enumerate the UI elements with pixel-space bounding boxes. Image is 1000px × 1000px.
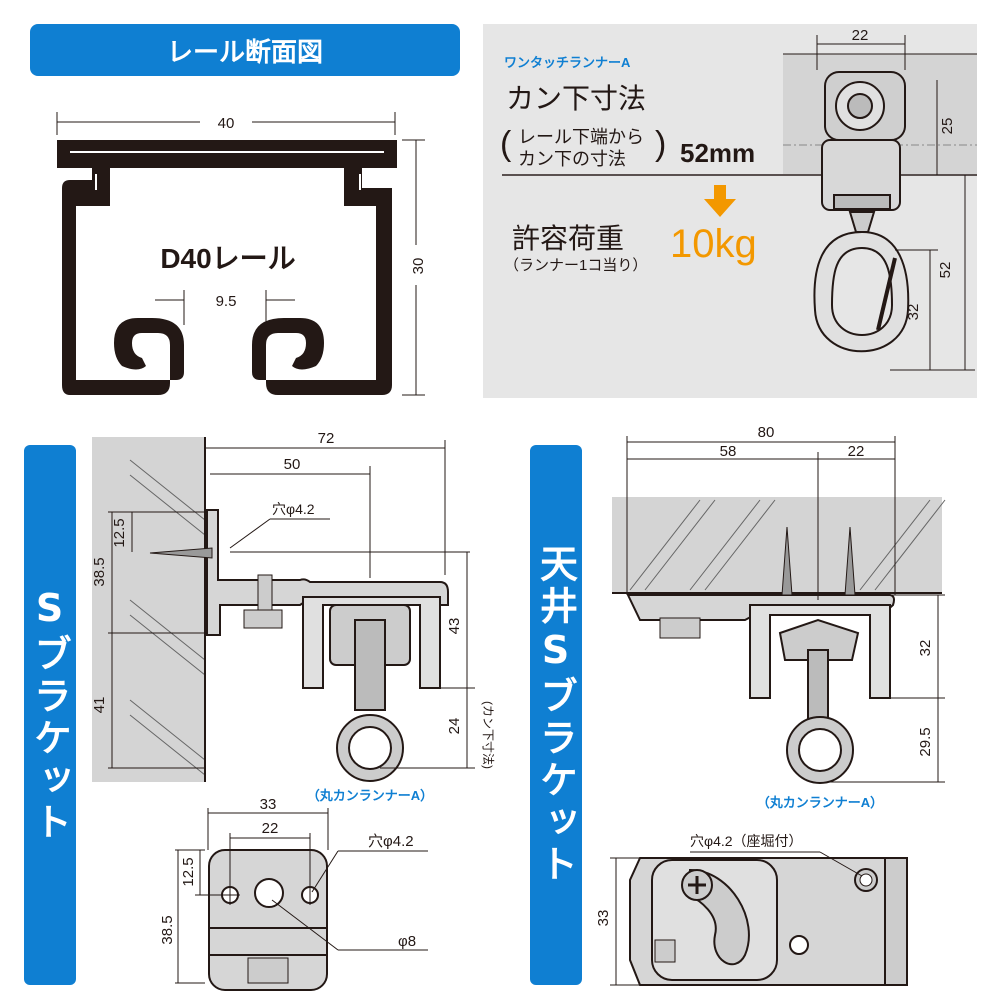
s-bracket-plate: 33 22 12.5 38.5 穴φ4.2 φ8 bbox=[159, 796, 428, 991]
runner-info-panel: ワンタッチランナーA カン下寸法 ( レール下端から カン下の寸法 ) 52mm… bbox=[483, 24, 977, 398]
kan-note-line2: カン下の寸法 bbox=[518, 149, 626, 169]
s-bracket-drawing: 72 50 穴φ4.2 12.5 38.5 41 43 24 (カン下寸法) （… bbox=[91, 430, 495, 803]
dim-c-22: 22 bbox=[848, 443, 865, 460]
rail-label: D40レール bbox=[160, 243, 295, 274]
rail-section-title: レール断面図 bbox=[30, 24, 460, 76]
dim-s-24: 24 bbox=[446, 718, 463, 735]
dim-rail-width: 40 bbox=[218, 115, 235, 132]
dim-c-32: 32 bbox=[917, 640, 934, 657]
load-value: 10kg bbox=[670, 222, 757, 266]
paren-right: ) bbox=[655, 125, 666, 163]
wall bbox=[92, 437, 205, 782]
dim-c-29-5: 29.5 bbox=[917, 727, 934, 756]
kan-value: 52mm bbox=[680, 138, 755, 168]
ceiling-bracket-plate: 穴φ4.2（座堀付） 33 bbox=[595, 833, 908, 986]
dim-runner-top: 22 bbox=[852, 27, 869, 44]
dim-rail-opening: 9.5 bbox=[216, 293, 237, 310]
plate-center-label: φ8 bbox=[398, 933, 416, 950]
rail-inner-highlight bbox=[70, 151, 384, 190]
s-hole-label: 穴φ4.2 bbox=[272, 501, 315, 517]
c-runner-label: （丸カンランナーA） bbox=[757, 795, 883, 810]
dim-c-58: 58 bbox=[720, 443, 737, 460]
dim-plate-33: 33 bbox=[260, 796, 277, 813]
dim-plate-22: 22 bbox=[262, 820, 279, 837]
kan-note-line1: レール下端から bbox=[518, 127, 644, 147]
s-bracket-title: Sブラケット bbox=[24, 445, 76, 985]
down-arrow-icon bbox=[704, 185, 736, 217]
s-runner-label: （丸カンランナーA） bbox=[307, 788, 433, 803]
ceiling-bracket-drawing: 80 58 22 32 29.5 （丸カンランナーA） bbox=[612, 424, 946, 810]
dim-s-50: 50 bbox=[284, 456, 301, 473]
dim-rail-height: 30 bbox=[410, 258, 427, 275]
dim-plate-38-5: 38.5 bbox=[159, 915, 176, 944]
load-label: 許容荷重 bbox=[512, 223, 624, 254]
rail-cross-section: D40レール 40 30 9.5 bbox=[56, 112, 427, 396]
c-hole-label: 穴φ4.2（座堀付） bbox=[690, 833, 803, 849]
dim-c-33: 33 bbox=[595, 910, 612, 927]
dim-runner-total: 52 bbox=[937, 262, 954, 279]
dim-runner-upper: 25 bbox=[939, 118, 956, 135]
dim-runner-hook: 32 bbox=[905, 304, 922, 321]
dim-s-41: 41 bbox=[91, 697, 108, 714]
load-note: （ランナー1コ当り） bbox=[504, 257, 647, 274]
dim-s-38-5: 38.5 bbox=[91, 557, 108, 586]
ceiling-bracket-title: 天井Sブラケット bbox=[530, 445, 582, 985]
runner-a-drawing bbox=[813, 71, 910, 353]
kan-heading: カン下寸法 bbox=[506, 83, 646, 114]
s-kan-note: (カン下寸法) bbox=[481, 701, 495, 769]
dim-s-72: 72 bbox=[318, 430, 335, 447]
dim-s-43: 43 bbox=[446, 618, 463, 635]
plate-hole-label: 穴φ4.2 bbox=[368, 833, 414, 850]
dim-c-80: 80 bbox=[758, 424, 775, 441]
rail-profile bbox=[57, 140, 397, 395]
runner-product-name: ワンタッチランナーA bbox=[504, 55, 631, 70]
paren-left: ( bbox=[500, 125, 512, 163]
dim-s-12-5: 12.5 bbox=[111, 518, 128, 547]
ceiling bbox=[612, 497, 942, 593]
dim-plate-12-5: 12.5 bbox=[180, 857, 197, 886]
